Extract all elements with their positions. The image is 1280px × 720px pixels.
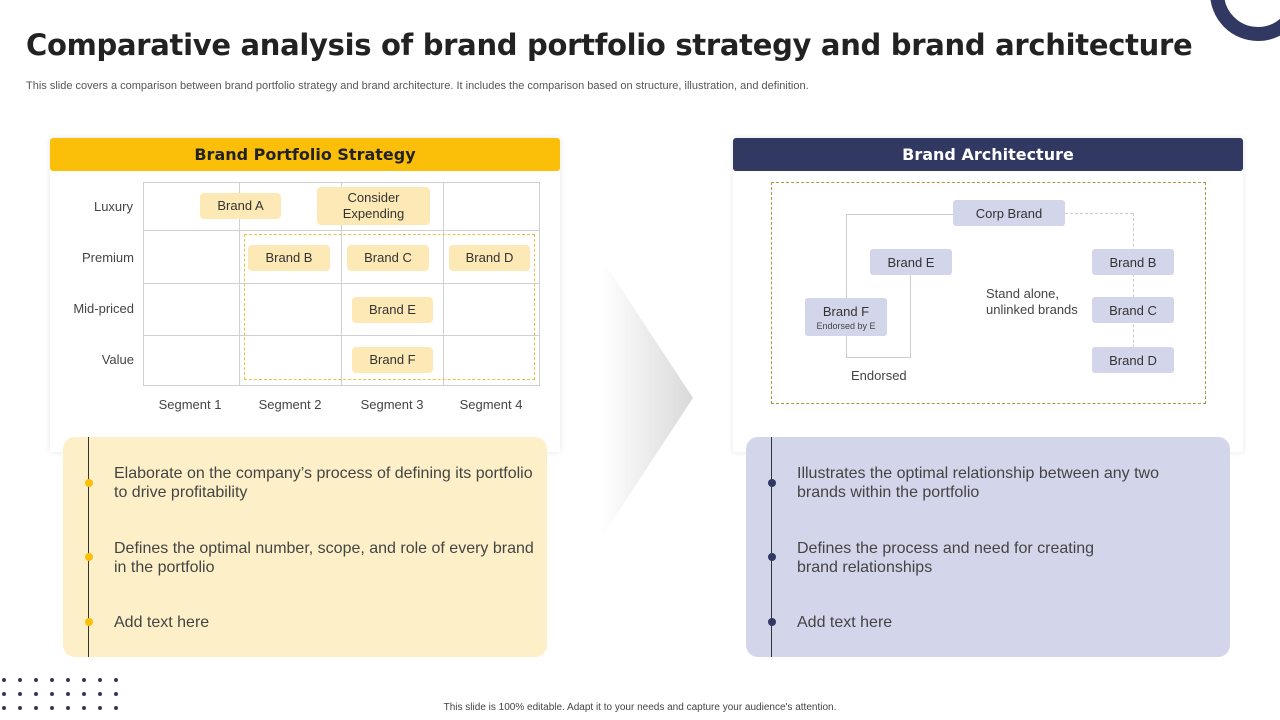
brand-d-label: Brand D <box>1109 352 1157 368</box>
brand-c-chip: Brand C <box>1092 297 1174 323</box>
bullet-dot <box>85 479 93 487</box>
page-subtitle: This slide covers a comparison between b… <box>26 80 809 92</box>
grid-line <box>143 182 144 386</box>
bullet-text: Add text here <box>114 614 210 631</box>
grid-line <box>143 182 540 183</box>
bullet-dot <box>768 479 776 487</box>
grid-line <box>143 283 540 284</box>
architecture-outline <box>771 182 1206 404</box>
dot <box>2 692 6 696</box>
dot <box>66 692 70 696</box>
chevron-right-icon <box>601 258 693 538</box>
dot <box>34 692 38 696</box>
connector-dashed <box>1133 213 1134 373</box>
brand-b-chip: Brand B <box>1092 249 1174 275</box>
brand-f-note: Endorsed by E <box>816 320 876 331</box>
bullet-dot <box>768 553 776 561</box>
col-label-segment-2: Segment 2 <box>258 397 322 412</box>
ring-decoration-icon <box>1210 0 1280 41</box>
dot <box>98 692 102 696</box>
dot <box>18 706 22 710</box>
dot <box>2 706 6 710</box>
bullet-dot <box>85 618 93 626</box>
grid-line <box>143 230 540 231</box>
architecture-bullets: Illustrates the optimal relationship bet… <box>746 437 1230 657</box>
dot <box>98 706 102 710</box>
brand-e-label: Brand E <box>887 254 935 270</box>
bullet-text: Add text here <box>797 614 893 631</box>
bullet-text: Illustrates the optimal relationship bet… <box>797 465 1159 501</box>
row-label-luxury: Luxury <box>93 199 133 214</box>
connector-dashed <box>1065 213 1133 214</box>
bullet-text: Elaborate on the company’s process of de… <box>114 465 533 501</box>
dot <box>114 706 118 710</box>
dot <box>18 678 22 682</box>
connector-line <box>846 214 847 358</box>
grid-line <box>539 182 540 386</box>
grid-line <box>443 182 444 386</box>
brand-d-chip: Brand D <box>449 245 530 271</box>
footer-note: This slide is 100% editable. Adapt it to… <box>443 702 837 713</box>
architecture-heading: Brand Architecture <box>733 138 1243 171</box>
brand-f-label: Brand F <box>822 303 870 319</box>
connector-line <box>910 275 911 358</box>
bullet-text: Defines the process and need for creatin… <box>797 540 1095 576</box>
dot <box>114 692 118 696</box>
dot <box>18 692 22 696</box>
dot-grid-decoration-icon <box>0 676 124 720</box>
brand-c-chip: Brand C <box>347 245 429 271</box>
dot <box>82 692 86 696</box>
standalone-label: Stand alone, unlinked brands <box>986 286 1078 317</box>
premium-group-outline <box>244 234 535 380</box>
grid-line <box>143 335 540 336</box>
connector-line <box>846 357 911 358</box>
dot <box>34 678 38 682</box>
brand-e-chip: Brand E <box>870 249 952 275</box>
connector-line <box>846 214 953 215</box>
grid-line <box>143 385 540 386</box>
brand-c-label: Brand C <box>1109 302 1157 318</box>
timeline-line <box>771 437 772 657</box>
bullet-text: Defines the optimal number, scope, and r… <box>114 540 534 576</box>
grid-line <box>239 182 240 386</box>
dot <box>114 678 118 682</box>
col-label-segment-3: Segment 3 <box>360 397 424 412</box>
brand-b-chip: Brand B <box>248 245 330 271</box>
timeline-line <box>88 437 89 657</box>
dot <box>50 692 54 696</box>
dot <box>34 706 38 710</box>
row-label-value: Value <box>101 352 134 367</box>
dot <box>82 706 86 710</box>
consider-expending-chip: Consider Expending <box>317 187 430 225</box>
brand-e-chip: Brand E <box>352 297 433 323</box>
dot <box>50 706 54 710</box>
architecture-panel: Brand Architecture Corp Brand Brand E Br… <box>733 138 1243 452</box>
page-title: Comparative analysis of brand portfolio … <box>26 28 1193 62</box>
col-label-segment-4: Segment 4 <box>459 397 523 412</box>
dot <box>2 678 6 682</box>
brand-f-chip: Brand F Endorsed by E <box>805 298 887 336</box>
col-label-segment-1: Segment 1 <box>158 397 222 412</box>
portfolio-heading: Brand Portfolio Strategy <box>50 138 560 171</box>
dot <box>50 678 54 682</box>
corp-brand-chip: Corp Brand <box>953 200 1065 226</box>
portfolio-panel: Brand Portfolio Strategy Luxury Premium … <box>50 138 560 452</box>
brand-a-chip: Brand A <box>200 193 281 219</box>
bullet-dot <box>85 553 93 561</box>
dot <box>82 678 86 682</box>
portfolio-bullets: Elaborate on the company’s process of de… <box>63 437 547 657</box>
brand-d-chip: Brand D <box>1092 347 1174 373</box>
dot <box>66 678 70 682</box>
dot <box>98 678 102 682</box>
brand-b-label: Brand B <box>1109 254 1157 270</box>
bullet-dot <box>768 618 776 626</box>
brand-f-chip: Brand F <box>352 347 433 373</box>
row-label-mid-priced: Mid-priced <box>73 301 134 316</box>
grid-line <box>341 182 342 386</box>
corp-brand-label: Corp Brand <box>975 205 1043 221</box>
row-label-premium: Premium <box>81 250 134 265</box>
dot <box>66 706 70 710</box>
endorsed-label: Endorsed <box>851 368 907 383</box>
